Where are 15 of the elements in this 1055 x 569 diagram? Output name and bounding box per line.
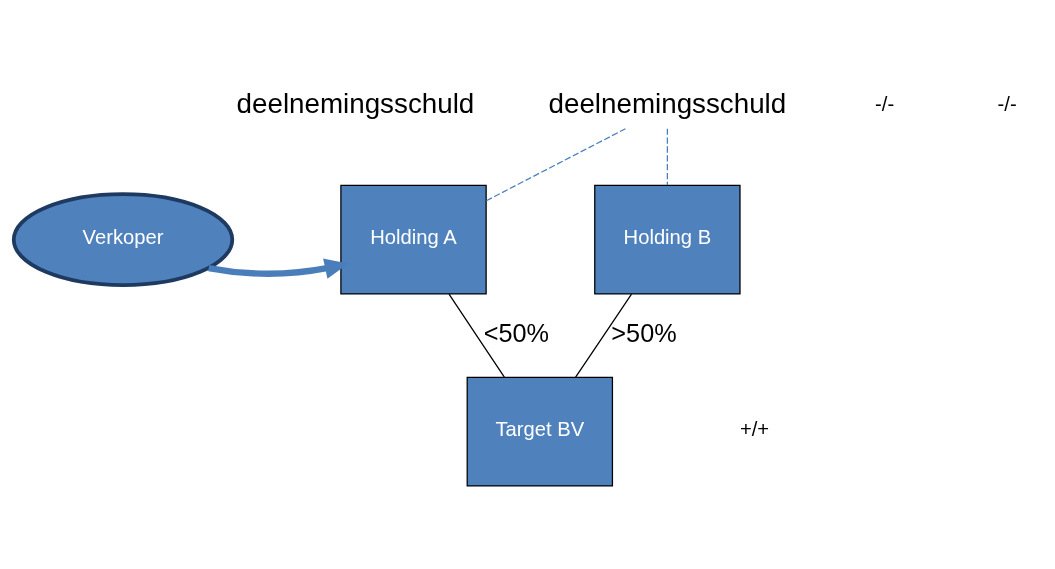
- node-text: deelnemingsschuld: [548, 87, 787, 119]
- connector: [448, 293, 505, 378]
- label: +/+: [739, 418, 770, 441]
- node-box: Holding B: [594, 184, 741, 295]
- label: -/-: [875, 92, 895, 115]
- label: -/-: [997, 92, 1017, 115]
- node-ellipse: Verkoper: [11, 192, 235, 288]
- connector: [485, 128, 627, 202]
- edge-label: <50%: [483, 318, 550, 347]
- connector: [666, 128, 668, 186]
- node-box: Target BV: [466, 376, 614, 487]
- label: deelnemingsschuld: [236, 87, 475, 119]
- node-box: Holding A: [340, 184, 487, 295]
- edge-label: >50%: [611, 318, 677, 347]
- connector: [575, 293, 633, 378]
